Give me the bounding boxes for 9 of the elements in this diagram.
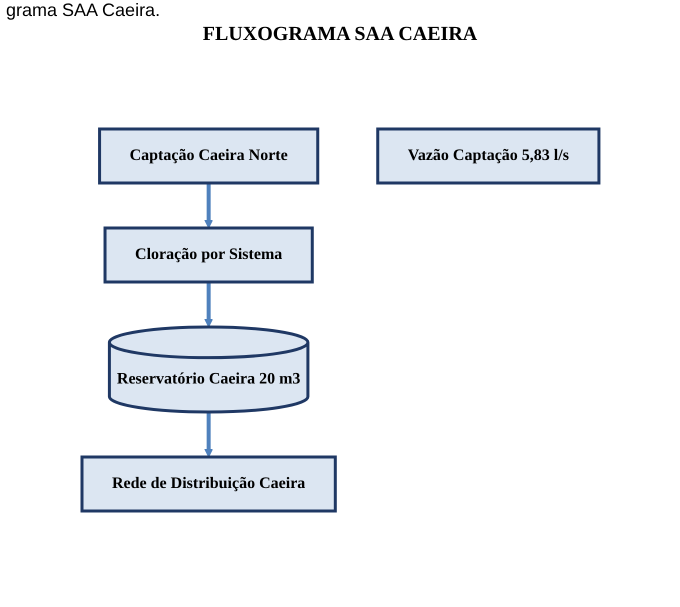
arrow	[204, 412, 213, 458]
node-box: Captação Caeira Norte	[98, 128, 319, 184]
node-box: Vazão Captação 5,83 l/s	[376, 128, 600, 184]
arrow	[204, 183, 213, 228]
node-box: Cloração por Sistema	[103, 226, 314, 284]
node-box: Rede de Distribuição Caeira	[80, 456, 336, 512]
caption: grama SAA Caeira.	[6, 0, 162, 21]
diagram-title: FLUXOGRAMA SAA CAEIRA	[202, 23, 478, 46]
arrow	[204, 282, 213, 328]
